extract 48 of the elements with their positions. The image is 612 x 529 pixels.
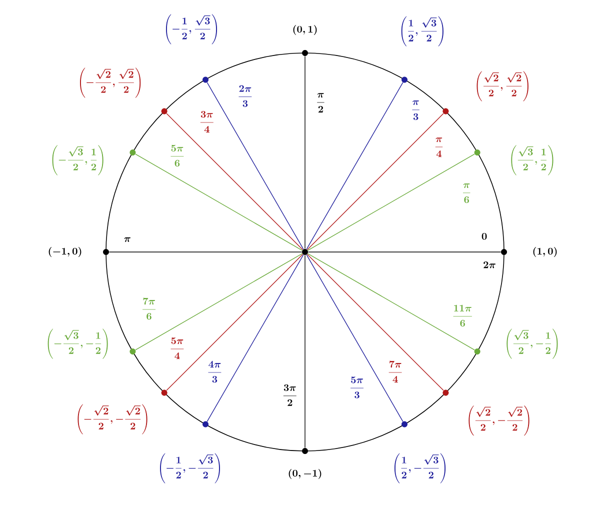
angle-label: $\frac{2\pi}{3}$ (236, 84, 254, 108)
angle-label: $\frac{4\pi}{3}$ (206, 360, 224, 384)
radius-line (166, 254, 304, 391)
coordinate-label: $(0, -1)$ (288, 468, 322, 479)
coordinate-label: $\left(\frac{1}{2}, -\frac{\sqrt{3}}{2}\right)$ (394, 453, 446, 484)
coordinate-label: $\left(-\frac{\sqrt{2}}{2}, \frac{\sqrt{2}}{2}\right)$ (80, 68, 141, 98)
coordinate-label: $\left(-\frac{\sqrt{3}}{2}, \frac{1}{2}\right)$ (52, 145, 104, 176)
coordinate-label: $\left(\frac{\sqrt{3}}{2}, -\frac{1}{2}\right)$ (506, 328, 558, 359)
angle-label: $\frac{\pi}{2}$ (314, 92, 326, 114)
point (302, 249, 308, 255)
angle-label: $\frac{3\pi}{4}$ (198, 110, 216, 134)
angle-label: $\frac{11\pi}{6}$ (451, 304, 474, 328)
radius-line (135, 253, 303, 350)
radius-line (307, 253, 475, 350)
coordinate-label: $(0, 1)$ (293, 24, 317, 35)
radius-line (306, 254, 444, 391)
radius-line (306, 113, 444, 250)
coordinate-label: $(-1, 0)$ (48, 246, 82, 257)
angle-label: $\frac{5\pi}{4}$ (168, 336, 186, 360)
radius-line (306, 254, 404, 422)
radius-line (166, 113, 304, 250)
coordinate-label: $\left(\frac{1}{2}, \frac{\sqrt{3}}{2}\right)$ (401, 16, 444, 46)
coordinate-label: $\left(-\frac{\sqrt{3}}{2}, -\frac{1}{2}\right)$ (48, 328, 108, 359)
angle-label: $\frac{7\pi}{6}$ (140, 297, 158, 321)
radius-line (304, 56, 306, 250)
coordinate-label: $(1, 0)$ (533, 246, 557, 257)
angle-label: $\frac{5\pi}{3}$ (348, 376, 366, 400)
angle-label: $0$ (480, 232, 488, 241)
angle-label: $\frac{\pi}{3}$ (410, 99, 422, 121)
coordinate-label: $\left(\frac{\sqrt{2}}{2}, \frac{\sqrt{2}}{2}\right)$ (476, 71, 528, 102)
radius-line (206, 82, 304, 250)
angle-label: $\frac{7\pi}{4}$ (386, 360, 404, 384)
coordinate-label: $\left(-\frac{\sqrt{2}}{2}, -\frac{\sqrt{2}}{2}\right)$ (78, 404, 148, 434)
coordinate-label: $\left(-\frac{1}{2}, \frac{\sqrt{3}}{2}\right)$ (166, 14, 218, 44)
radius-line (206, 254, 304, 422)
coordinate-label: $\left(\frac{\sqrt{2}}{2}, -\frac{\sqrt{2}}{2}\right)$ (468, 406, 530, 436)
radius-line (307, 154, 475, 251)
coordinate-label: $\left(\frac{\sqrt{3}}{2}, \frac{1}{2}\right)$ (511, 145, 554, 176)
angle-label: $\frac{3\pi}{2}$ (281, 383, 299, 407)
coordinate-label: $\left(-\frac{1}{2}, -\frac{\sqrt{3}}{2}\right)$ (160, 453, 220, 484)
angle-label: $2\pi$ (482, 260, 497, 270)
radius-line (135, 154, 303, 251)
angle-label: $\pi$ (122, 236, 132, 243)
radius-line (304, 254, 306, 448)
angle-label: $\frac{5\pi}{6}$ (168, 144, 186, 168)
angle-label: $\frac{\pi}{4}$ (433, 136, 445, 158)
angle-label: $\frac{\pi}{6}$ (460, 182, 472, 204)
radius-line (306, 82, 404, 250)
